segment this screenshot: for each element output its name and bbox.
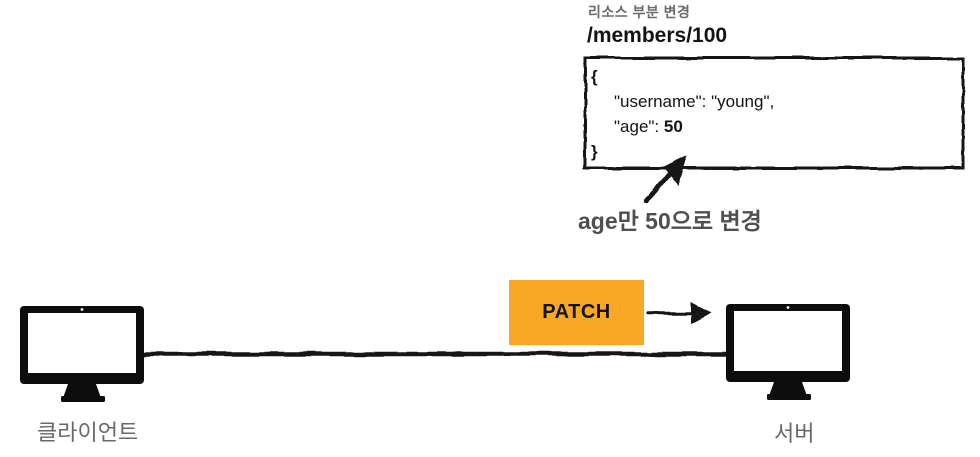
json-body-box: { "username": "young", "age": 50 } [584,57,965,169]
monitor-screen [734,311,842,371]
callout-text: age만 50으로 변경 [578,208,762,234]
camera-dot-icon [786,306,790,309]
client-monitor-icon [20,306,144,403]
resource-path: /members/100 [587,24,728,47]
json-age-key: "age": [614,117,664,136]
request-arrow-head [691,302,712,324]
monitor-stand-base [61,396,105,402]
json-open-brace: { [591,67,598,86]
callout-arrow-shaft [643,169,674,205]
client-label: 클라이언트 [37,420,139,445]
json-age-value: 50 [663,117,683,136]
json-close-brace: } [591,142,598,161]
server-monitor-icon [726,304,850,401]
server-label: 서버 [774,421,815,446]
json-username-line: "username": "young", [614,92,775,111]
json-age-line: "age": 50 [614,114,965,139]
monitor-stand-base [767,394,811,400]
camera-dot-icon [80,308,84,311]
monitor-stand-neck [769,382,807,396]
resource-change-label: 리소스 부분 변경 [588,4,691,20]
patch-method-label: PATCH [542,301,611,323]
monitor-stand-neck [63,384,101,398]
patch-method-box: PATCH [509,280,644,345]
monitor-screen [28,313,136,373]
